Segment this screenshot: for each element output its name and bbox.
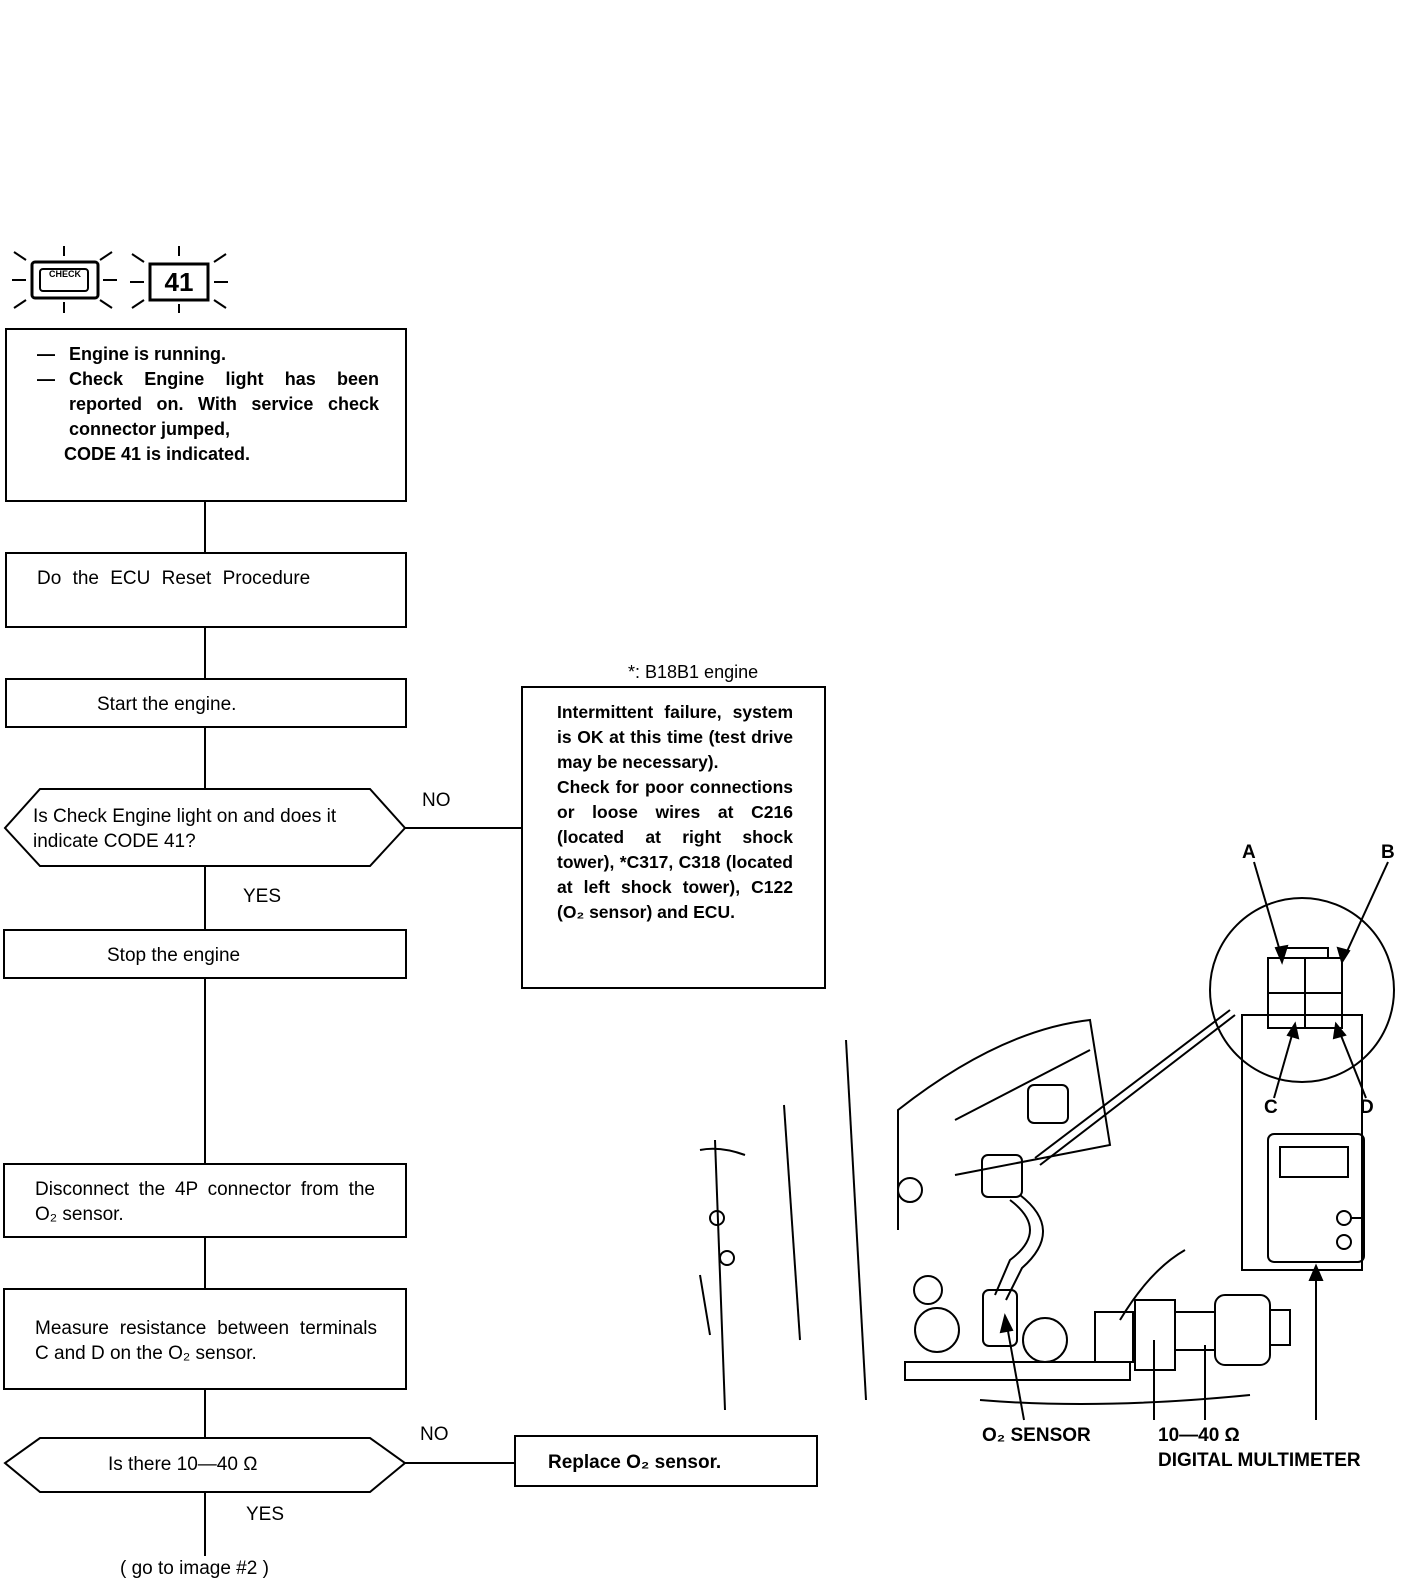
step-reset-box: Do the ECU Reset Procedure	[5, 552, 407, 628]
step-stop-box: Stop the engine	[3, 929, 407, 979]
check-engine-icon	[12, 246, 117, 313]
step-measure-text: Measure resistance between terminals C a…	[35, 1318, 377, 1364]
step-start-box: Start the engine.	[5, 678, 407, 728]
decision-1-yes: YES	[243, 886, 282, 907]
terminal-c-label: C	[1264, 1097, 1278, 1118]
terminal-b-label: B	[1381, 842, 1395, 863]
symptom-line-1: Engine is running.	[69, 344, 226, 364]
connector-zoom	[1209, 897, 1395, 1271]
step-stop-text: Stop the engine	[107, 945, 241, 966]
decision-2-text: Is there 10—40 Ω	[108, 1454, 258, 1475]
bullet-dash-1: —	[37, 344, 55, 364]
step-reset-text: Do the ECU Reset Procedure	[37, 568, 311, 589]
code-icon-label: 41	[164, 267, 194, 297]
engine-illustration	[699, 1009, 1291, 1411]
intermittent-text: Intermittent failure, system is OK at th…	[557, 702, 793, 922]
replace-text: Replace O₂ sensor.	[548, 1452, 722, 1473]
step-disconnect-text: Disconnect the 4P connector from the O₂ …	[35, 1179, 375, 1225]
decision-2-shape	[3, 1437, 407, 1493]
decision-1-no: NO	[422, 790, 451, 811]
symptom-box: — Engine is running. — Check Engine ligh…	[5, 328, 407, 502]
continuation-text: ( go to image #2 )	[120, 1558, 269, 1579]
symptom-line-3: CODE 41 is indicated.	[64, 444, 251, 464]
decision-2-yes: YES	[246, 1504, 285, 1525]
o2-sensor-label: O₂ SENSOR	[982, 1425, 1091, 1446]
terminal-a-label: A	[1242, 842, 1256, 863]
engine-note: *: B18B1 engine	[628, 662, 759, 682]
decision-2-no: NO	[420, 1424, 449, 1445]
bullet-dash-2: —	[37, 369, 55, 389]
step-measure-box: Measure resistance between terminals C a…	[3, 1288, 407, 1390]
terminal-d-label: D	[1360, 1097, 1374, 1118]
replace-box: Replace O₂ sensor.	[514, 1435, 818, 1487]
code-41-icon	[130, 246, 228, 313]
check-engine-label: CHECK	[48, 269, 81, 279]
decision-1-text: Is Check Engine light on and does it ind…	[33, 806, 337, 852]
resistance-label: 10—40 Ω	[1158, 1425, 1240, 1446]
multimeter-label: DIGITAL MULTIMETER	[1158, 1450, 1361, 1471]
step-start-text: Start the engine.	[97, 694, 237, 715]
intermittent-box: Intermittent failure, system is OK at th…	[521, 686, 826, 989]
symptom-line-2: Check Engine light has been reported on.…	[69, 369, 379, 439]
digital-multimeter	[1267, 1028, 1365, 1263]
step-disconnect-box: Disconnect the 4P connector from the O₂ …	[3, 1163, 407, 1238]
decision-1-shape	[3, 788, 407, 867]
